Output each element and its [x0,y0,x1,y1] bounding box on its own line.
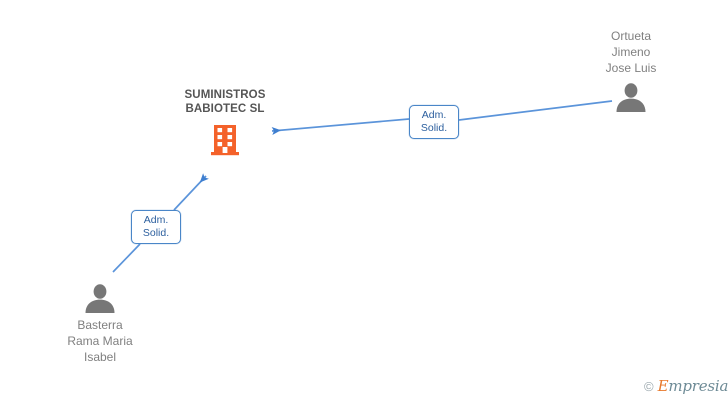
edge-line-basterra-upper [173,173,209,211]
person-node-ortueta[interactable]: Ortueta Jimeno Jose Luis [565,28,697,112]
company-name-label: SUMINISTROS BABIOTEC SL [184,89,266,115]
edge-line-basterra-lower [112,243,141,273]
building-icon [208,123,242,157]
brand-rest: mpresia [668,377,728,395]
edge-label-ortueta[interactable]: Adm. Solid. [409,105,459,139]
company-node[interactable]: SUMINISTROS BABIOTEC SL [160,88,290,157]
watermark: © Empresia [644,377,728,395]
person-node-basterra[interactable]: Basterra Rama Maria Isabel [34,283,166,365]
brand-wordmark: Empresia [658,377,728,395]
person-icon [613,82,649,112]
person-icon [82,283,118,313]
person-name-label: Basterra Rama Maria Isabel [67,318,133,364]
copyright-icon: © [644,378,654,394]
person-name-label: Ortueta Jimeno Jose Luis [605,29,657,75]
edge-line-ortueta-left [271,118,410,135]
edge-label-basterra[interactable]: Adm. Solid. [131,210,181,244]
brand-initial: E [657,377,669,395]
edge-line-ortueta-right [458,100,613,121]
